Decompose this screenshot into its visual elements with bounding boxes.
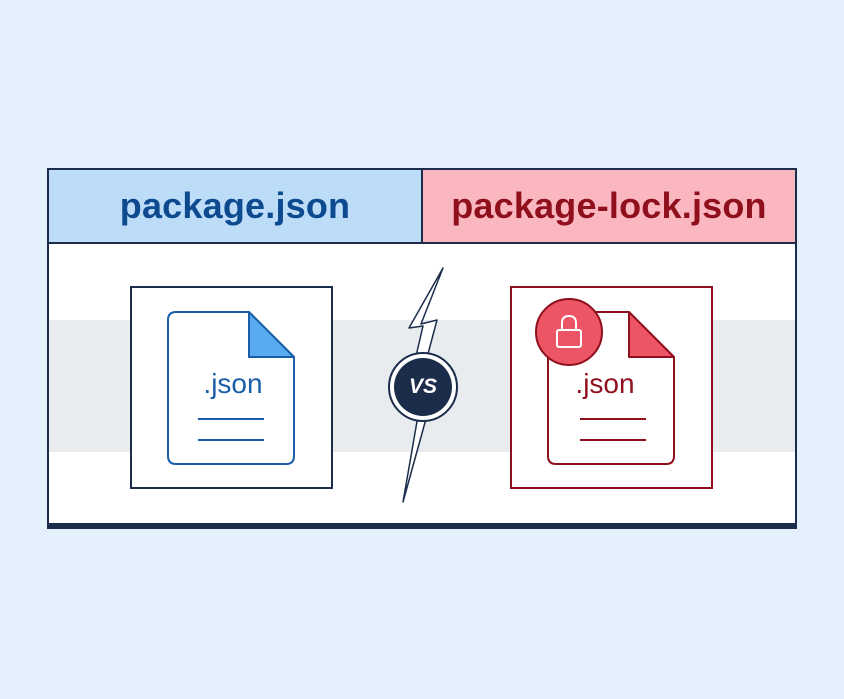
package-json-panel: .json: [130, 286, 333, 489]
vs-badge: VS: [388, 352, 458, 422]
vs-label: VS: [394, 358, 452, 416]
comparison-card: package.json package-lock.json .json VS: [47, 168, 797, 529]
lightning-divider-icon: [402, 267, 444, 503]
package-lock-json-panel: .json: [510, 286, 713, 489]
locked-file-icon: [535, 298, 675, 465]
package-lock-json-title: package-lock.json: [423, 170, 795, 242]
json-extension-label: .json: [575, 368, 635, 399]
comparison-header: package.json package-lock.json: [49, 170, 795, 244]
file-icon: [167, 311, 295, 465]
lock-icon: [535, 298, 603, 366]
json-extension-label: .json: [203, 368, 263, 399]
package-json-title: package.json: [49, 170, 423, 242]
